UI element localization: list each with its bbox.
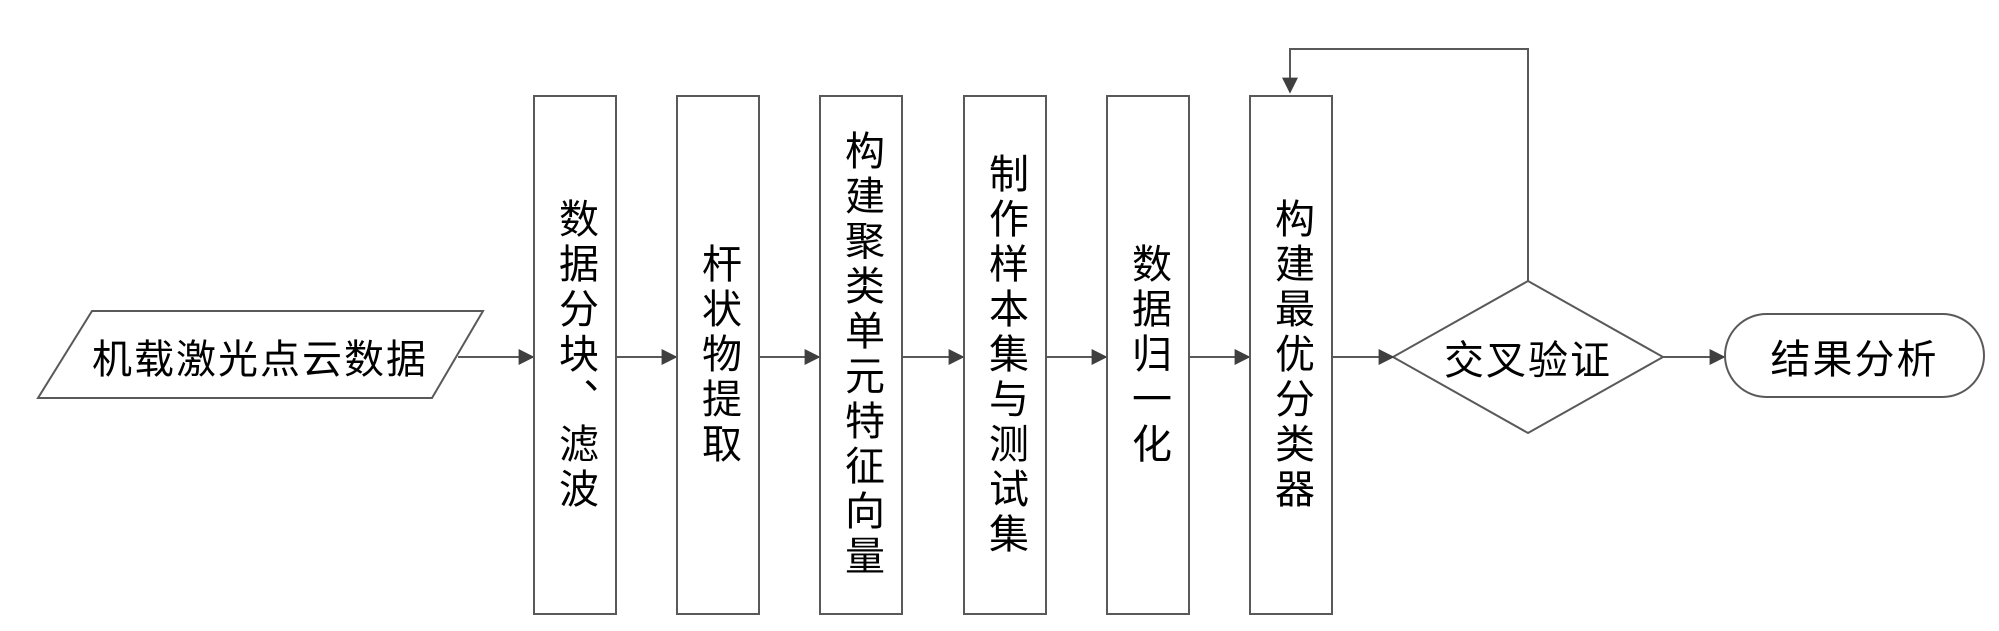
step-label-6: 构建最优分类器 xyxy=(1269,197,1314,513)
step-box-1: 数据分块、滤波 xyxy=(533,95,617,615)
input-parallelogram-shape xyxy=(36,310,485,399)
step-box-2: 杆状物提取 xyxy=(676,95,760,615)
step-box-5: 数据归一化 xyxy=(1106,95,1190,615)
decision-node-label: 交叉验证 xyxy=(1444,338,1612,383)
step-label-3: 构建聚类单元特征向量 xyxy=(839,130,884,580)
step-label-2: 杆状物提取 xyxy=(696,242,741,468)
input-node-label: 机载激光点云数据 xyxy=(92,336,428,382)
feedback-arrow-decision-to-step6 xyxy=(1282,48,1529,281)
output-node-label: 结果分析 xyxy=(1770,336,1939,382)
step-label-4: 制作样本集与测试集 xyxy=(983,152,1028,558)
step-label-5: 数据归一化 xyxy=(1126,242,1171,468)
step-box-3: 构建聚类单元特征向量 xyxy=(819,95,903,615)
output-node: 结果分析 xyxy=(1724,313,1985,398)
step-label-1: 数据分块、滤波 xyxy=(553,197,598,513)
step-box-4: 制作样本集与测试集 xyxy=(963,95,1047,615)
step-box-6: 构建最优分类器 xyxy=(1249,95,1333,615)
